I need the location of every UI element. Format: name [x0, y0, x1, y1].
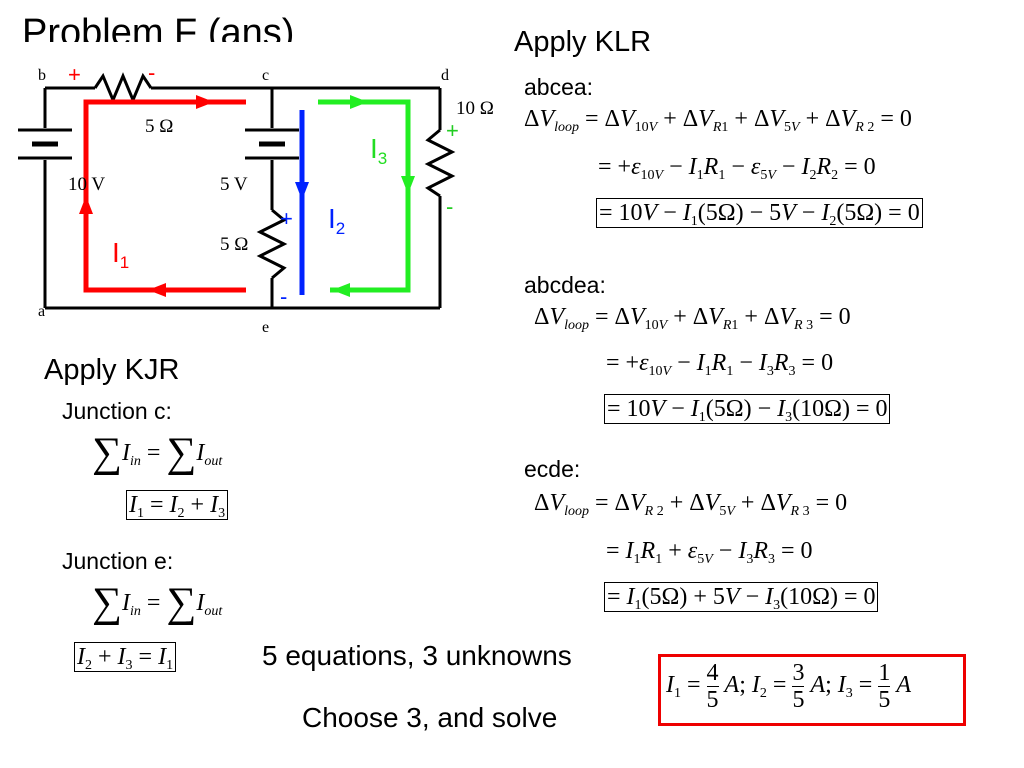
r1-plus-sign: +	[68, 62, 81, 87]
loop2-label: abcdea:	[524, 272, 606, 298]
loop3-equation-1: ΔVloop = ΔVR 2 + ΔV5V + ΔVR 3 = 0	[534, 490, 848, 519]
r1-minus-sign: -	[148, 60, 155, 85]
answer-box	[658, 654, 966, 726]
klr-heading: Apply KLR	[514, 26, 652, 58]
node-c-label: c	[262, 67, 269, 84]
loop2-equation-1: ΔVloop = ΔV10V + ΔVR1 + ΔVR 3 = 0	[534, 304, 851, 333]
r2-plus-sign: +	[280, 206, 293, 231]
loop1-label: abcea:	[524, 74, 594, 100]
node-d-label: d	[441, 67, 449, 84]
kjr-heading: Apply KJR	[44, 354, 180, 386]
r3-minus-sign: -	[446, 194, 453, 219]
junction-c-label: Junction c:	[62, 398, 172, 424]
loop3-label: ecde:	[524, 456, 581, 482]
node-e-label: e	[262, 319, 269, 336]
node-b-label: b	[38, 67, 46, 84]
r2-label: 5 Ω	[220, 234, 248, 255]
node-a-label: a	[38, 303, 45, 320]
loop3-equation-result: = I1(5Ω) + 5V − I3(10Ω) = 0	[604, 582, 879, 613]
loop1-equation-result: = 10V − I1(5Ω) − 5V − I2(5Ω) = 0	[596, 198, 923, 229]
r3-plus-sign: +	[446, 118, 459, 143]
equations-count-note: 5 equations, 3 unknowns	[262, 640, 572, 671]
i2-label: I2	[328, 203, 345, 238]
loop2-equation-2: = +ε10V − I1R1 − I3R3 = 0	[606, 350, 834, 379]
junction-e-label: Junction e:	[62, 548, 174, 574]
r3-label: 10 Ω	[456, 98, 494, 119]
junction-e-result: I2 + I3 = I1	[74, 642, 177, 673]
solve-instruction: Choose 3, and solve	[302, 702, 558, 733]
slide-title: Problem F (ans)	[22, 14, 295, 42]
junction-c-result: I1 = I2 + I3	[126, 490, 229, 521]
junction-c-sum-equation: ∑Iin = ∑Iout	[92, 430, 223, 476]
v10-label: 10 V	[68, 174, 105, 195]
r2-minus-sign: -	[280, 284, 287, 309]
circuit-diagram: b c d a e 5 Ω 10 Ω 10 V 5 V 5 Ω + - + - …	[18, 60, 494, 336]
loop1-equation-2: = +ε10V − I1R1 − ε5V − I2R2 = 0	[598, 154, 876, 183]
r1-label: 5 Ω	[145, 116, 173, 137]
loop2-equation-result: = 10V − I1(5Ω) − I3(10Ω) = 0	[604, 394, 891, 425]
loop1-equation-1: ΔVloop = ΔV10V + ΔVR1 + ΔV5V + ΔVR 2 = 0	[524, 106, 912, 135]
loop3-equation-2: = I1R1 + ε5V − I3R3 = 0	[606, 538, 813, 567]
v5-label: 5 V	[220, 174, 248, 195]
i3-label: I3	[370, 133, 387, 168]
i1-label: I1	[112, 237, 129, 272]
junction-e-sum-equation: ∑Iin = ∑Iout	[92, 580, 223, 626]
